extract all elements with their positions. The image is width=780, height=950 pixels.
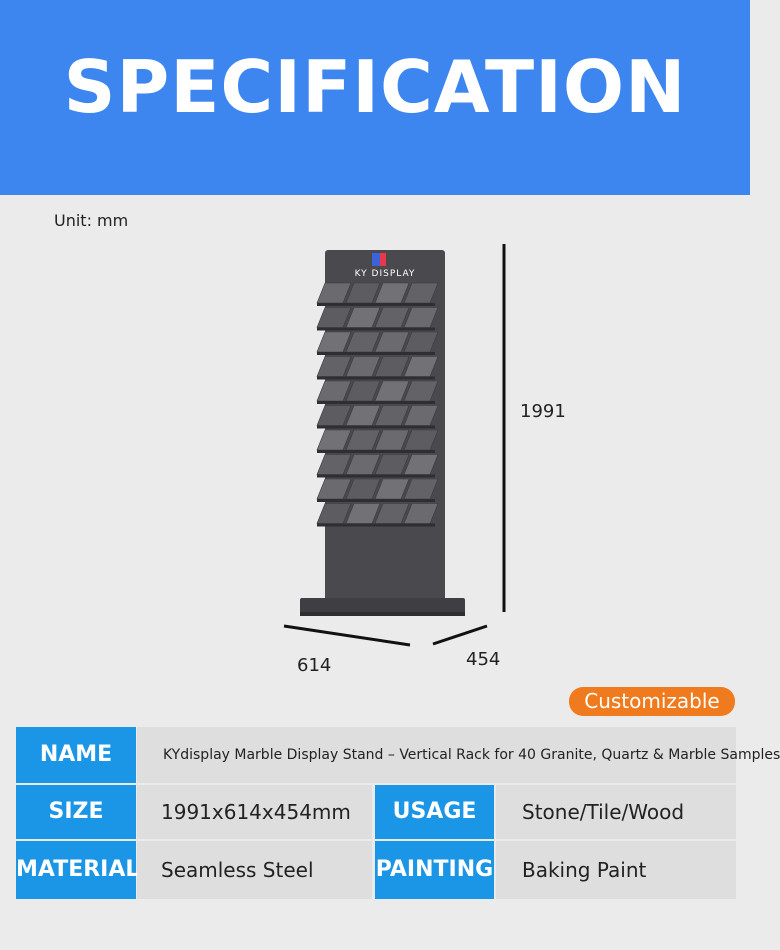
shelf-lip	[317, 474, 435, 478]
shelf-lip	[317, 303, 435, 306]
shelf-tier	[316, 503, 439, 527]
shelf-tier	[316, 478, 439, 502]
shelf-tier	[316, 380, 439, 404]
shelf-tier	[316, 307, 439, 331]
customizable-badge: Customizable	[569, 687, 735, 716]
shelf-lip	[317, 523, 435, 527]
name-label: NAME	[16, 727, 136, 783]
spec-row-material: MATERIAL Seamless Steel PAINTING Baking …	[16, 841, 736, 899]
header-banner: SPECIFICATION	[0, 0, 750, 195]
shelf-lip	[317, 401, 435, 404]
stand-base	[300, 598, 465, 616]
depth-dimension-line	[432, 624, 488, 646]
page-title: SPECIFICATION	[63, 45, 687, 129]
shelf-tier	[316, 331, 439, 355]
usage-label: USAGE	[375, 785, 494, 839]
material-value: Seamless Steel	[137, 841, 372, 899]
spec-row-name: NAME KYdisplay Marble Display Stand – Ve…	[16, 727, 780, 783]
shelf-tier	[316, 454, 439, 478]
spec-row-size: SIZE 1991x614x454mm USAGE Stone/Tile/Woo…	[16, 785, 736, 839]
depth-dimension-label: 454	[466, 649, 501, 670]
name-value: KYdisplay Marble Display Stand – Vertica…	[137, 727, 780, 783]
shelf-lip	[317, 327, 435, 331]
shelf-lip	[317, 499, 435, 502]
shelf-lip	[317, 352, 435, 355]
width-dimension-line	[283, 624, 411, 647]
usage-value: Stone/Tile/Wood	[496, 785, 736, 839]
shelf-tier	[316, 405, 439, 429]
unit-label: Unit: mm	[54, 211, 129, 230]
display-stand-illustration: KY DISPLAY	[283, 244, 506, 647]
shelf-tier	[316, 282, 439, 306]
shelf-lip	[317, 450, 435, 453]
width-dimension-label: 614	[297, 655, 332, 676]
shelf-lip	[317, 376, 435, 380]
size-value: 1991x614x454mm	[137, 785, 372, 839]
material-label: MATERIAL	[16, 841, 139, 899]
shelf-lip	[317, 425, 435, 429]
logo-text: KY DISPLAY	[355, 269, 416, 279]
painting-label: PAINTING	[375, 841, 494, 899]
size-label: SIZE	[16, 785, 136, 839]
shelf-tier	[316, 356, 439, 380]
height-dimension-label: 1991	[520, 401, 566, 422]
shelf-tier	[316, 429, 439, 453]
sample-shelves	[316, 282, 439, 527]
painting-value: Baking Paint	[496, 841, 736, 899]
